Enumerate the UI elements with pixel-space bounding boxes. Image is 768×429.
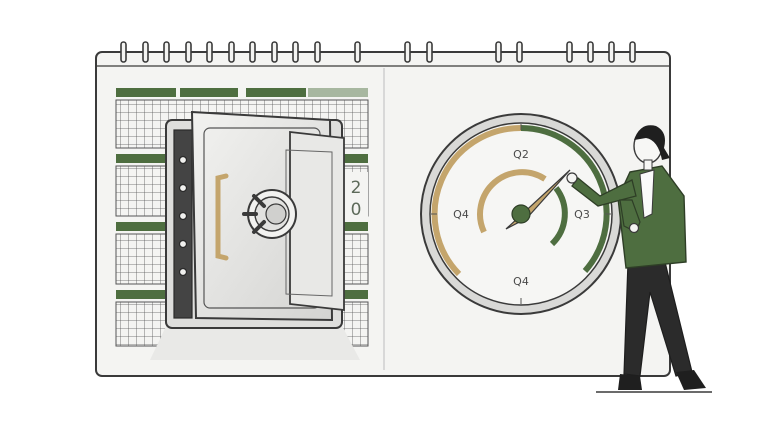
gauge-ticks [431, 124, 611, 304]
gold-handle [215, 173, 229, 261]
gauge-label-q4-left: Q4 [453, 208, 469, 221]
vault-latch-block [289, 130, 345, 312]
white-shirt [639, 169, 655, 219]
vault-safe [150, 110, 360, 360]
left-shoe [618, 374, 642, 390]
partial-digit-top: 2 [351, 178, 362, 198]
vault-opening [173, 129, 193, 319]
spiral-binding [120, 41, 636, 63]
vault-shadow [150, 322, 360, 360]
gauge-inner-gold-arc [477, 169, 547, 234]
quarter-gauge: Q2 Q3 Q4 Q4 [420, 113, 622, 315]
gauge-label-q2: Q2 [513, 148, 529, 161]
trousers [623, 257, 693, 377]
gauge-outer-gold-arc [431, 124, 522, 277]
hinge-bolts [178, 155, 188, 277]
pointing-hand [566, 172, 578, 184]
businesswoman-figure [566, 125, 712, 393]
dial-spokes [242, 194, 266, 234]
right-shoe [676, 370, 706, 390]
gauge-hub [511, 204, 531, 224]
gauge-outer-green-arc [520, 125, 610, 273]
raised-arm [571, 177, 637, 207]
dial-knob [265, 203, 287, 225]
gauge-inner-green-arc [549, 186, 568, 247]
partial-digit-bottom: 0 [351, 200, 362, 220]
gauge-label-q4-bottom: Q4 [513, 275, 529, 288]
hair-bun [634, 125, 670, 160]
gauge-label-q3: Q3 [574, 208, 590, 221]
